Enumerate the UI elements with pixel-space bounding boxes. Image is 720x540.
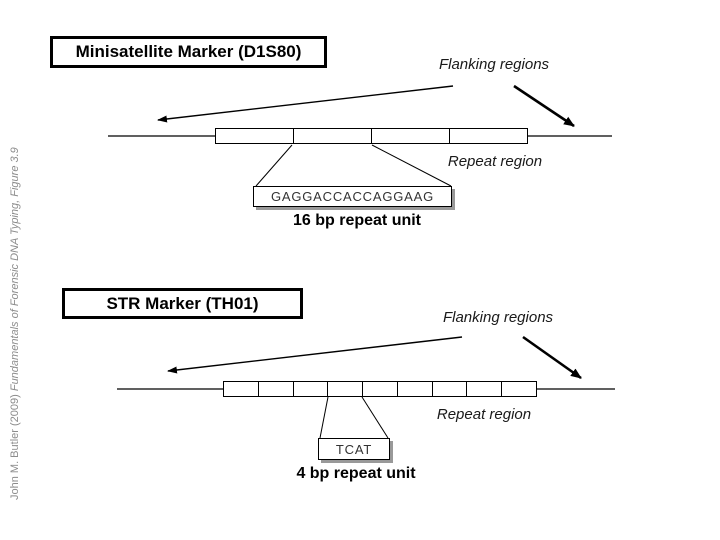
repeat-region-box-minisat [215,128,528,144]
repeat-unit-cell [363,382,398,396]
repeat-region-label-str: Repeat region [436,406,532,423]
repeat-unit-cell [450,129,527,143]
flanking-regions-label-minisat: Flanking regions [438,56,550,73]
repeat-unit-cell [433,382,468,396]
flanking-regions-label-str: Flanking regions [442,309,554,326]
repeat-region-box-str [223,381,537,397]
callout-line-left-minisat [255,144,293,187]
repeat-sequence-box-str: TCAT [318,438,390,460]
minisatellite-header-box: Minisatellite Marker (D1S80) [50,36,327,68]
str-header-label: STR Marker (TH01) [106,293,259,313]
repeat-unit-cell [328,382,364,396]
callout-line-right-minisat [371,144,452,187]
credit-author: John M. Butler (2009) [9,391,21,500]
repeat-unit-cell [372,129,450,143]
repeat-sequence-str: TCAT [335,441,373,457]
repeat-sequence-box-minisat: GAGGACCACCAGGAAG [253,186,452,207]
repeat-region-label-minisat: Repeat region [447,153,543,170]
repeat-unit-cell [224,382,259,396]
repeat-unit-cell [294,382,329,396]
repeat-unit-cell [259,382,294,396]
callout-line-right-str [361,396,389,439]
repeat-unit-label-minisat: 16 bp repeat unit [292,212,422,229]
repeat-unit-label-str: 4 bp repeat unit [296,465,416,482]
repeat-unit-cell [398,382,433,396]
flanking-arrow-right-str [522,335,582,380]
repeat-sequence-minisat: GAGGACCACCAGGAAG [270,189,435,204]
repeat-unit-cell [467,382,503,396]
str-header-box: STR Marker (TH01) [62,288,303,319]
callout-line-left-str [319,396,329,439]
flanking-arrow-left-str [167,336,463,374]
flanking-arrow-right-minisat [513,84,575,128]
repeat-unit-cell [502,382,536,396]
credit-book-title: Fundamentals of Forensic DNA Typing, Fig… [9,147,21,392]
repeat-unit-cell [216,129,294,143]
minisatellite-header-label: Minisatellite Marker (D1S80) [75,42,302,61]
figure-credit: John M. Butler (2009) Fundamentals of Fo… [9,80,21,500]
flanking-arrow-left-minisat [157,85,454,123]
repeat-unit-cell [294,129,372,143]
